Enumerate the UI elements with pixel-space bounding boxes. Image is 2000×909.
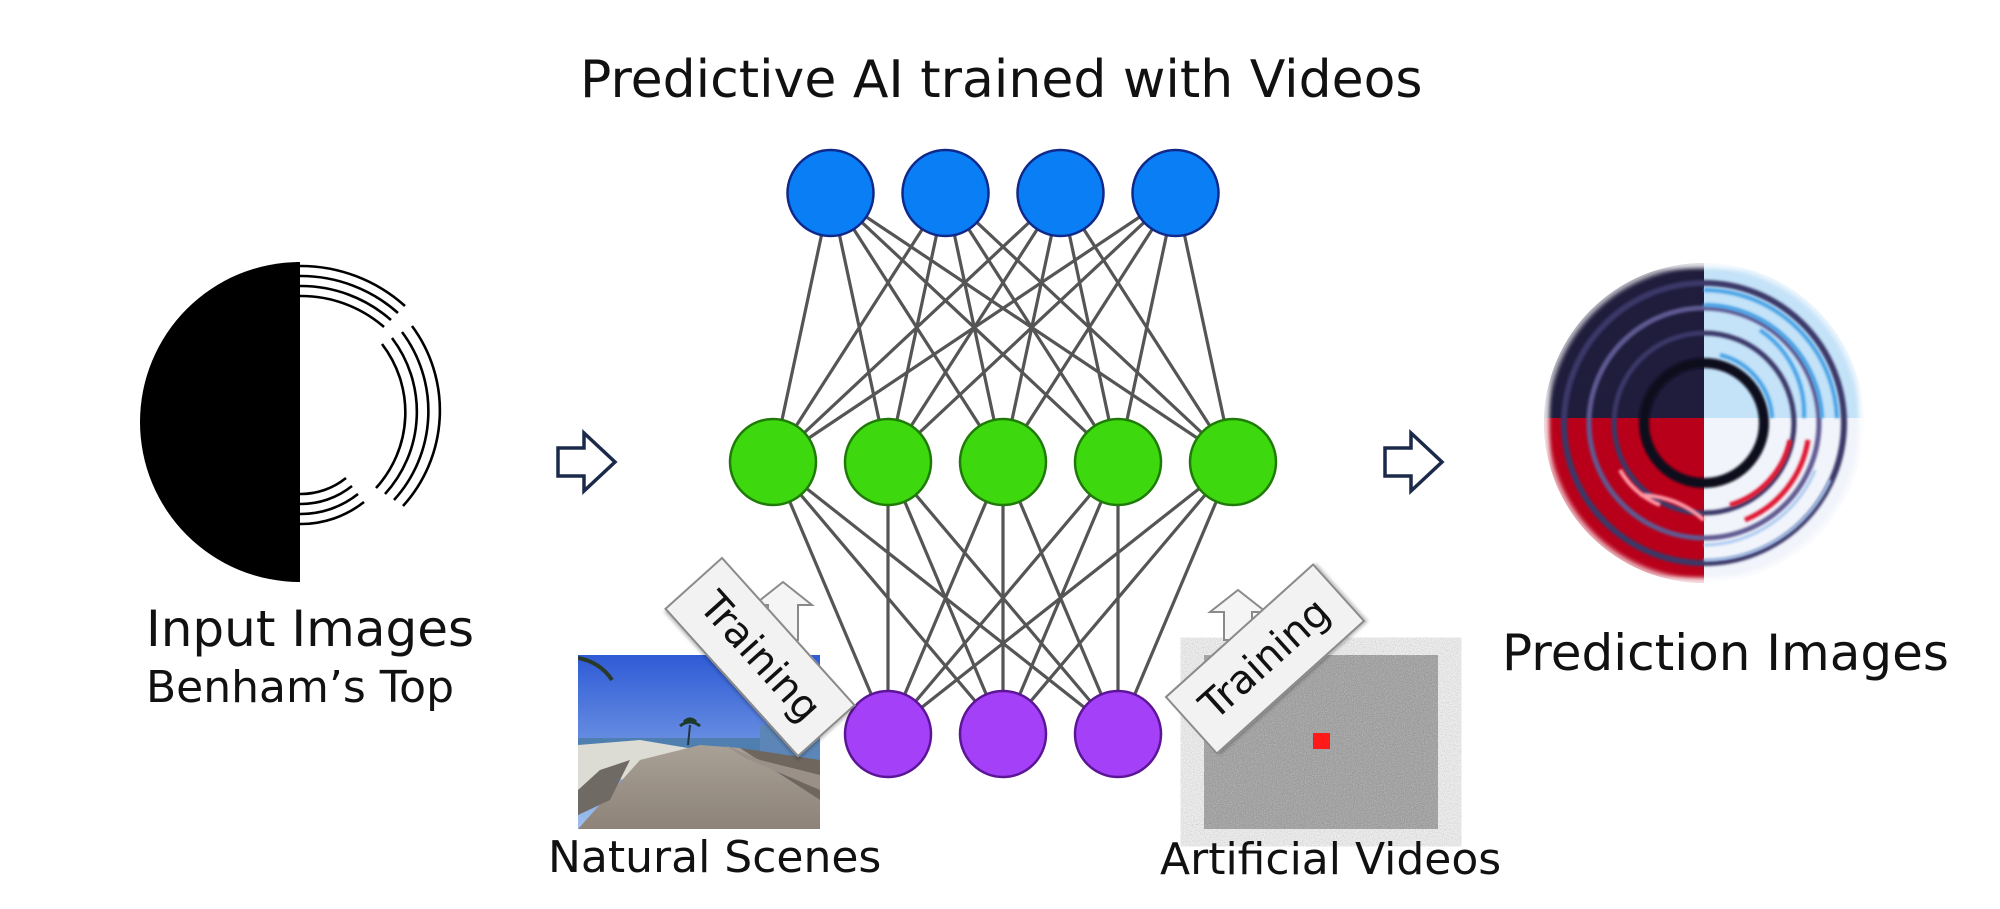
input-neuron: [1073, 689, 1163, 779]
network-edge: [771, 461, 890, 735]
network-edge: [1173, 192, 1235, 463]
input-neuron: [958, 689, 1048, 779]
output-neuron: [786, 148, 875, 238]
output-neuron: [901, 148, 990, 238]
network-edges: [771, 191, 1235, 736]
output-neuron: [1016, 148, 1105, 238]
network-edge: [771, 191, 1062, 464]
network-edge: [1116, 192, 1178, 463]
network-edge: [886, 461, 1005, 735]
right-arrow-icon: [556, 428, 618, 496]
natural-scenes-label: Natural Scenes: [548, 832, 882, 883]
benhams-top-label: Benham’s Top: [146, 662, 454, 713]
network-edge: [1001, 192, 1177, 463]
hidden-neuron: [1073, 417, 1163, 507]
hidden-neuron: [958, 417, 1048, 507]
hidden-neuron: [728, 417, 818, 507]
network-edge: [886, 460, 1120, 736]
diagram-title: Predictive AI trained with Videos: [580, 50, 1423, 110]
network-edge: [771, 192, 833, 463]
output-neuron: [1131, 148, 1220, 238]
network-edge: [1116, 461, 1235, 735]
prediction-images-label: Prediction Images: [1502, 624, 1949, 682]
network-edge: [887, 460, 1234, 736]
network-edge: [1001, 460, 1235, 736]
right-arrow-icon: [1383, 428, 1445, 496]
hidden-neuron: [843, 417, 933, 507]
hidden-neuron: [1188, 417, 1278, 507]
network-nodes: [728, 148, 1278, 779]
input-neuron: [843, 689, 933, 779]
network-edge: [771, 192, 947, 463]
input-images-label: Input Images: [146, 600, 475, 658]
network-edge: [772, 191, 1177, 464]
network-edge: [886, 191, 1177, 464]
prediction-image: [1540, 259, 1868, 587]
benhams-top: [140, 262, 442, 582]
artificial-videos-label: Artificial Videos: [1160, 834, 1502, 885]
natural-scene-image: [578, 655, 820, 829]
